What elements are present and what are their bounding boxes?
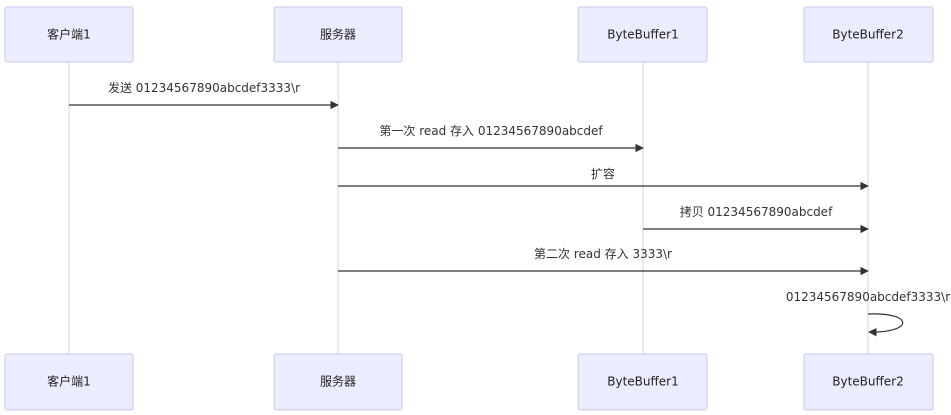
actor-label: ByteBuffer1 (607, 28, 678, 42)
message-label: 第一次 read 存入 01234567890abcdef (379, 124, 603, 138)
message-1: 发送 01234567890abcdef3333\r (69, 80, 339, 110)
message-2: 第一次 read 存入 01234567890abcdef (338, 124, 644, 153)
message-label: 01234567890abcdef3333\r (786, 290, 950, 304)
message-3: 扩容 (338, 166, 869, 191)
actor-label: 客户端1 (47, 374, 91, 389)
message-6-self: 01234567890abcdef3333\r (786, 290, 950, 337)
actor-label: 服务器 (320, 27, 356, 42)
actor-bottom-server: 服务器 (273, 353, 403, 411)
actor-top-bytebuffer1: ByteBuffer1 (577, 6, 708, 63)
actor-top-bytebuffer2: ByteBuffer2 (803, 6, 934, 63)
actor-label: ByteBuffer1 (607, 375, 678, 389)
message-label: 第二次 read 存入 3333\r (534, 247, 672, 261)
actor-top-client: 客户端1 (4, 6, 134, 63)
message-label: 拷贝 01234567890abcdef (680, 204, 833, 219)
actor-label: ByteBuffer2 (832, 375, 903, 389)
message-4: 拷贝 01234567890abcdef (643, 204, 869, 234)
actor-label: 服务器 (320, 374, 356, 389)
actor-bottom-client: 客户端1 (4, 353, 134, 411)
actor-bottom-bytebuffer1: ByteBuffer1 (577, 353, 708, 411)
message-label: 扩容 (591, 166, 615, 181)
actor-top-server: 服务器 (273, 6, 403, 63)
actor-bottom-bytebuffer2: ByteBuffer2 (803, 353, 934, 411)
message-label: 发送 01234567890abcdef3333\r (108, 80, 300, 95)
self-loop-arrow (867, 313, 903, 337)
actor-label: ByteBuffer2 (832, 28, 903, 42)
actor-label: 客户端1 (47, 27, 91, 42)
message-5: 第二次 read 存入 3333\r (338, 247, 869, 276)
